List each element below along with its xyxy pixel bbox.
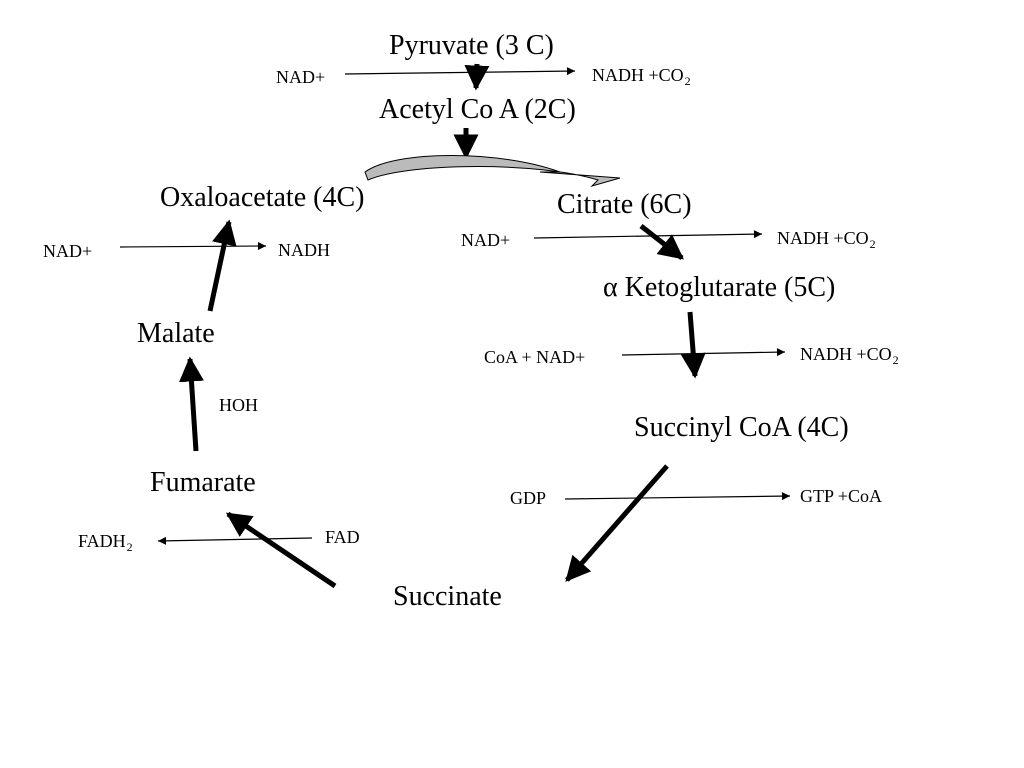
pyruvate-label: Pyruvate (3 C) (389, 30, 554, 61)
fumarate-label: Fumarate (150, 467, 256, 498)
succinate-fad-label: FAD (325, 527, 360, 547)
pyruvate-nadh-co2-label: NADH +CO2 (592, 66, 691, 87)
akg-cofactor-arrow (621, 348, 786, 357)
succinyl-gtp-coa-label: GTP +CoA (800, 486, 882, 506)
acetyl-coa-label: Acetyl Co A (2C) (379, 94, 576, 125)
succinate-fadh2-label: FADH2 (78, 532, 133, 553)
citrate-nadh-co2-label: NADH +CO2 (777, 229, 876, 250)
succinate-label: Succinate (393, 581, 502, 612)
pyruvate-nad-label: NAD+ (276, 67, 326, 87)
fadh2-subscript: 2 (126, 540, 133, 554)
co2-subscript: 2 (684, 74, 691, 88)
citrate-nad-label: NAD+ (461, 230, 511, 250)
akg-nadh-co2-label: NADH +CO2 (800, 345, 899, 366)
co2-subscript: 2 (892, 353, 899, 367)
oxaloacetate-label: Oxaloacetate (4C) (160, 182, 365, 213)
malate-to-oxaloacetate-arrow (207, 219, 237, 312)
fumarate-hoh-label: HOH (219, 395, 258, 415)
fumarate-to-malate-arrow (178, 356, 204, 452)
malate-nad-label: NAD+ (43, 241, 93, 261)
succinyl-coa-label: Succinyl CoA (4C) (634, 412, 849, 443)
malate-cofactor-arrow (119, 242, 267, 251)
succinate-to-fumarate-arrow (225, 511, 337, 589)
citrate-label: Citrate (6C) (557, 189, 692, 220)
succinyl-to-succinate-arrow (565, 464, 669, 582)
pyruvate-nadh-co2-text: NADH +CO (592, 65, 684, 85)
citrate-nadh-co2-text: NADH +CO (777, 228, 869, 248)
succinyl-gdp-label: GDP (510, 488, 547, 508)
pyruvate-cofactor-arrow (344, 67, 576, 76)
succinyl-cofactor-arrow (564, 492, 791, 501)
condensation-curved-arrow (364, 155, 621, 188)
co2-subscript: 2 (869, 237, 876, 251)
alpha-symbol: α (603, 272, 618, 303)
akg-to-succinyl-arrow (680, 311, 706, 379)
malate-nadh-label: NADH (278, 240, 330, 260)
fadh2-text: FADH (78, 531, 126, 551)
ketoglutarate-text: Ketoglutarate (5C) (624, 272, 836, 303)
pyruvate-to-acetyl-arrow (464, 63, 490, 91)
citrate-cofactor-arrow (533, 230, 763, 239)
citrate-to-akg-arrow (639, 224, 684, 260)
akg-nadh-co2-text: NADH +CO (800, 344, 892, 364)
succinate-cofactor-arrow (157, 536, 313, 545)
akg-coa-nad-label: CoA + NAD+ (484, 347, 586, 367)
malate-label: Malate (137, 318, 215, 349)
alpha-ketoglutarate-label: α Ketoglutarate (5C) (603, 274, 835, 302)
